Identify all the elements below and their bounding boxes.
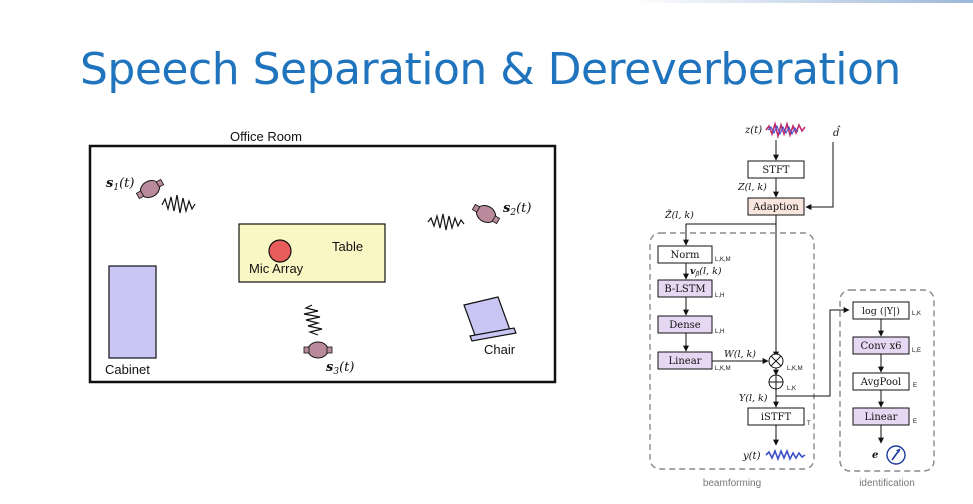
W-label: W(l, k) [724,349,756,360]
Y-label: Y(l, k) [739,393,768,404]
log-dim: L,K [912,311,921,317]
linear2-label: Linear [865,412,898,423]
norm-block [657,245,713,264]
dense-block [657,315,713,334]
speaker-1-icon [135,178,165,200]
mic-array-label: Mic Array [249,261,304,276]
adaption-label: Adaption [752,202,799,213]
linear2-dim: E [913,419,917,425]
beamforming-group [649,232,815,470]
stft-label: STFT [762,165,789,176]
output-signal-label: y(t) [742,451,761,462]
top-accent-bar [630,0,973,3]
avgpool-label: AvgPool [860,377,901,388]
conv-dim: L,E [912,348,921,354]
input-signal-label: z(t) [744,125,762,136]
norm-dim: L,K,M [715,257,731,263]
office-room-diagram: Office Room Table Mic Array Cabinet Chai… [88,129,557,384]
chair-label: Chair [484,342,516,357]
chair-icon [463,296,517,342]
speaker-1-label: s1(t) [106,176,134,193]
output-waveform-icon [765,448,806,462]
Z-label: Z(l, k) [737,182,767,193]
identification-label: identification [859,478,915,489]
norm-label: Norm [670,250,700,261]
blstm-label: B-LSTM [664,284,705,295]
speaker-2-label: s2(t) [503,201,531,218]
input-waveform-icon [765,120,806,140]
identification-group [839,289,935,472]
blstm-dim: L,H [715,293,724,299]
sum-icon [768,374,784,390]
Z-tilde-label: Z̃(l, k) [664,209,694,221]
v-label: vβ̂(l, k) [690,266,722,278]
dense-label: Dense [669,320,701,331]
table [238,223,386,283]
istft-dim: T [807,421,811,427]
istft-label: iSTFT [761,412,792,423]
cabinet [108,265,157,359]
d-hat-label: d̂ [833,126,841,139]
sum-dim: L,K [787,386,796,392]
embedding-compass-icon [886,445,906,465]
linear1-dim: L,K,M [715,366,731,372]
slide-title: Speech Separation & Dereverberation [80,44,901,95]
log-label: log (|Y|) [862,306,900,317]
linear1-label: Linear [669,356,702,367]
cabinet-label: Cabinet [105,362,150,377]
e-label: e [872,450,878,461]
speaker-3-label: s3(t) [326,360,354,377]
beamforming-label: beamforming [703,478,761,489]
speech-wave-1-icon [161,194,196,214]
conv-label: Conv x6 [861,341,902,352]
speaker-2-icon [471,203,501,225]
mic-array-icon [268,239,292,263]
room-title: Office Room [230,129,302,144]
pipeline-diagram: z(t) d̂ STFT Z(l, k) Adaption Z̃(l, k) b… [649,120,935,489]
avgpool-dim: E [913,383,917,389]
speech-wave-3-icon [303,304,323,336]
multiply-icon [768,353,784,369]
speaker-3-icon [303,341,333,359]
table-label: Table [332,239,363,254]
speech-wave-2-icon [427,213,465,231]
input-waveform-overlay-icon [767,124,799,136]
dense-dim: L,H [715,329,724,335]
blstm-block [657,279,713,298]
mult-dim: L,K,M [787,366,803,372]
